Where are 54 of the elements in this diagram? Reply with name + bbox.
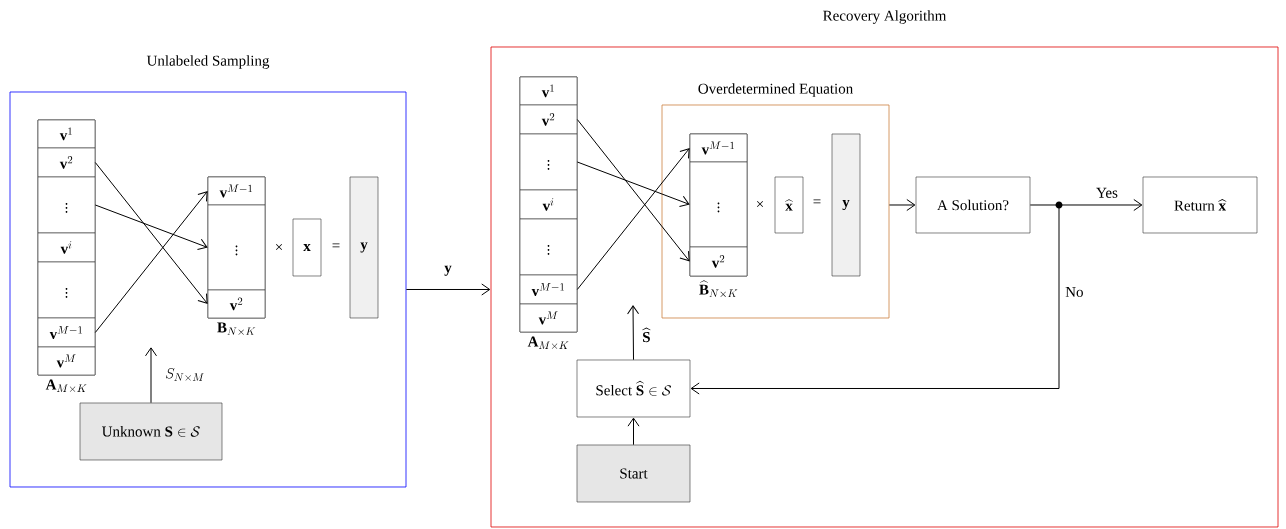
matrix-cell: $\vdots$ [519,133,578,191]
matrix-label: $\mathbf{A}_{M\times K}$ [45,379,87,392]
matrix-cell: $\vdots$ [37,176,96,234]
matrix-label: $\mathbf{A}_{M\times K}$ [527,336,569,349]
matrix-label: $\widehat{\mathbf{B}}_{N\times K}$ [699,280,738,298]
vector-box: $\mathbf{y}$ [831,133,861,277]
edge-label: No [1063,285,1086,299]
vector-box: $\widehat{\mathbf{x}}$ [774,176,804,234]
matrix-cell: $\mathbf{v}^{M-1}$ [519,274,578,305]
matrix-cell: $\mathbf{v}^{M}$ [519,303,578,333]
matrix-cell: $\mathbf{v}^{M-1}$ [689,133,748,163]
vector-box: $\mathbf{x}$ [292,218,322,277]
matrix-cell: $\mathbf{v}^{2}$ [37,147,96,178]
process-box: Start [576,444,691,503]
edge-label: $\widehat{\mathbf{S}}$ [640,325,653,345]
vector-box: $\mathbf{y}$ [349,176,379,319]
arrow [94,162,208,304]
edge-label: $S_{N\times M}$ [163,366,207,384]
operator-symbol: × [275,243,283,251]
panel-title: Unlabeled Sampling [146,55,270,69]
arrow [576,119,690,262]
arrow [145,347,157,404]
arrow [888,199,916,211]
operator-symbol: × [756,200,764,208]
edge-label: $\mathbf{y}$ [442,263,454,278]
matrix-label: $\mathbf{B}_{N\times K}$ [217,322,256,335]
process-box: $\text{Select }\widehat{\mathbf{S}}\in\mathcal{S}$ [576,359,691,418]
process-box: $\text{Unknown }\mathbf{S}\in\mathcal{S}$ [79,402,223,461]
arrow [576,161,690,207]
operator-symbol: = [332,243,340,248]
matrix-cell: $\mathbf{v}^{M}$ [37,346,96,376]
operator-symbol: = [813,199,821,204]
arrow [627,417,640,446]
arrow [576,148,690,290]
matrix-cell: $\mathbf{v}^{2}$ [207,289,266,319]
arrow [627,305,640,361]
matrix-cell: $\mathbf{v}^{1}$ [519,76,578,106]
matrix-cell: $\mathbf{v}^{M-1}$ [207,176,266,206]
arrow [94,191,208,333]
matrix-cell: $\mathbf{v}^{i}$ [37,232,96,263]
panel-title: Recovery Algorithm [823,10,947,24]
matrix-cell: $\vdots$ [519,218,578,276]
matrix-cell: $\mathbf{v}^{2}$ [689,246,748,277]
matrix-cell: $\vdots$ [37,261,96,319]
matrix-cell: $\mathbf{v}^{1}$ [37,119,96,149]
matrix-cell: $\mathbf{v}^{2}$ [519,104,578,135]
matrix-cell: $\mathbf{v}^{i}$ [519,189,578,220]
panel-title: Overdetermined Equation [698,83,853,97]
edge-label: Yes [1094,185,1120,200]
arrow [94,204,208,250]
process-box: A Solution? [915,176,1031,234]
process-box: $\text{Return }\widehat{\mathbf{x}}$ [1142,176,1258,234]
matrix-cell: $\mathbf{v}^{M-1}$ [37,317,96,348]
arrow [405,283,491,296]
